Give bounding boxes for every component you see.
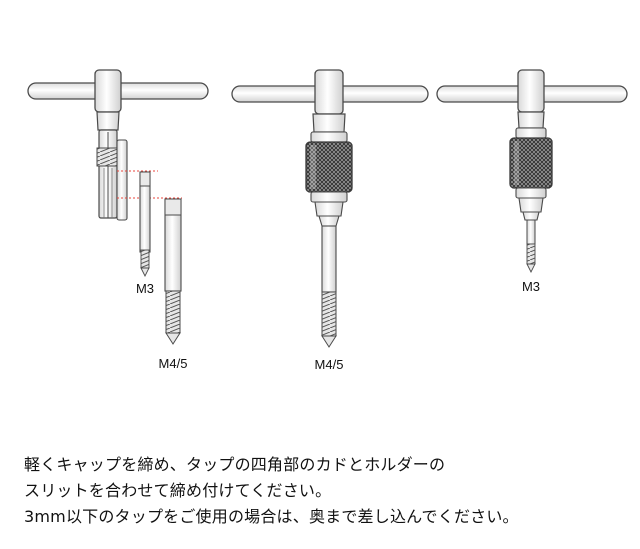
right-head-block — [517, 69, 545, 113]
left-large-tap — [164, 198, 182, 345]
instruction-line-2: スリットを合わせて締め付けてください。 — [24, 481, 332, 500]
left-small-tap-label: M3 — [136, 281, 154, 296]
right-tap-thread — [526, 243, 536, 265]
middle-head-block — [314, 69, 344, 115]
right-tap-shank — [526, 219, 536, 245]
middle-tap-shank — [321, 225, 337, 293]
instruction-line-1: 軽くキャップを締め、タップの四角部のカドとホルダーの — [24, 455, 446, 474]
left-collet-thread — [96, 147, 120, 167]
middle-assembled-holder — [231, 69, 429, 348]
left-head-block — [94, 69, 122, 113]
left-disassembled-holder: M3 M4/5 — [27, 69, 209, 371]
instruction-line-3: 3mm以下のタップをご使用の場合は、奥まで差し込んでください。 — [24, 507, 519, 526]
right-tap-label: M3 — [522, 279, 540, 294]
middle-tap-label: M4/5 — [315, 357, 344, 372]
left-large-tap-label: M4/5 — [159, 356, 188, 371]
tap-wrench-diagram: M3 M4/5 M4/5 — [27, 69, 628, 372]
instruction-text: 軽くキャップを締め、タップの四角部のカドとホルダーの スリットを合わせて締め付け… — [24, 452, 624, 530]
left-cap — [116, 139, 128, 221]
left-neck — [96, 111, 120, 131]
right-assembled-holder — [436, 69, 628, 274]
middle-tap-thread — [321, 291, 337, 337]
middle-neck — [312, 113, 346, 133]
left-small-tap — [139, 171, 151, 278]
